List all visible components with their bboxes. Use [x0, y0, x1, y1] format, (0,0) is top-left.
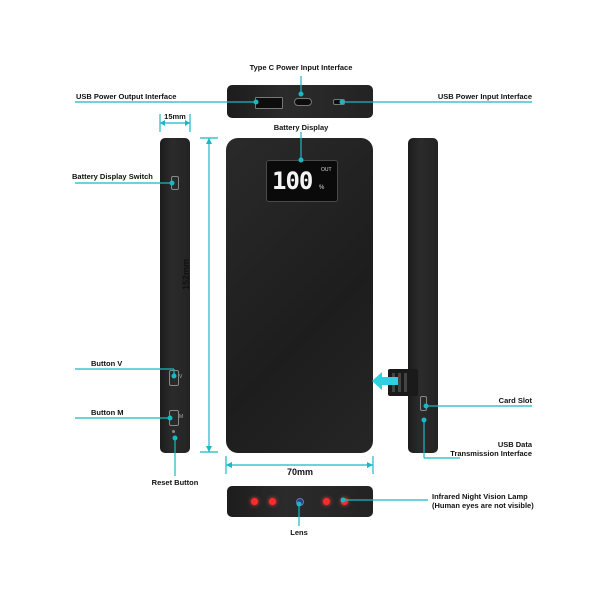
front-view: 100 % OUT	[226, 138, 373, 453]
label-usb-output: USB Power Output Interface	[76, 92, 177, 101]
label-usb-data-line1: USB Data	[497, 440, 532, 449]
micro-usb-data-port	[420, 396, 427, 411]
type-c-port	[294, 98, 312, 106]
label-battery-display: Battery Display	[273, 123, 329, 132]
label-width-70mm: 70mm	[286, 467, 313, 477]
battery-display-screen: 100 % OUT	[266, 160, 338, 202]
ir-led-2	[269, 498, 276, 505]
label-usb-data-line2: Transmission Interface	[450, 449, 532, 458]
label-battery-display-switch: Battery Display Switch	[72, 172, 153, 181]
button-v-label: V	[179, 374, 183, 380]
label-card-slot: Card Slot	[498, 396, 532, 405]
ir-led-3	[323, 498, 330, 505]
button-m-label: M	[179, 414, 184, 420]
ir-led-1	[251, 498, 258, 505]
left-side-view: V M	[160, 138, 190, 453]
reset-hole[interactable]	[172, 430, 175, 433]
battery-percentage: 100	[272, 167, 313, 195]
label-reset-button: Reset Button	[151, 478, 199, 487]
card-insert-arrow	[372, 372, 398, 390]
label-ir-lamp-line2: (Human eyes are not visible)	[432, 501, 534, 510]
label-ir-lamp-line1: Infrared Night Vision Lamp	[432, 492, 528, 501]
label-button-m: Button M	[91, 408, 124, 417]
out-indicator: OUT	[321, 167, 332, 173]
percent-sign: %	[319, 185, 325, 191]
bottom-edge-view	[227, 486, 373, 517]
right-side-view	[408, 138, 438, 453]
label-lens: Lens	[290, 528, 308, 537]
label-height-152mm: 152mm	[181, 258, 191, 290]
label-button-v: Button V	[91, 359, 123, 368]
label-width-15mm: 15mm	[164, 112, 186, 121]
label-type-c-input: Type C Power Input Interface	[249, 63, 353, 72]
label-usb-input: USB Power Input Interface	[437, 92, 532, 101]
